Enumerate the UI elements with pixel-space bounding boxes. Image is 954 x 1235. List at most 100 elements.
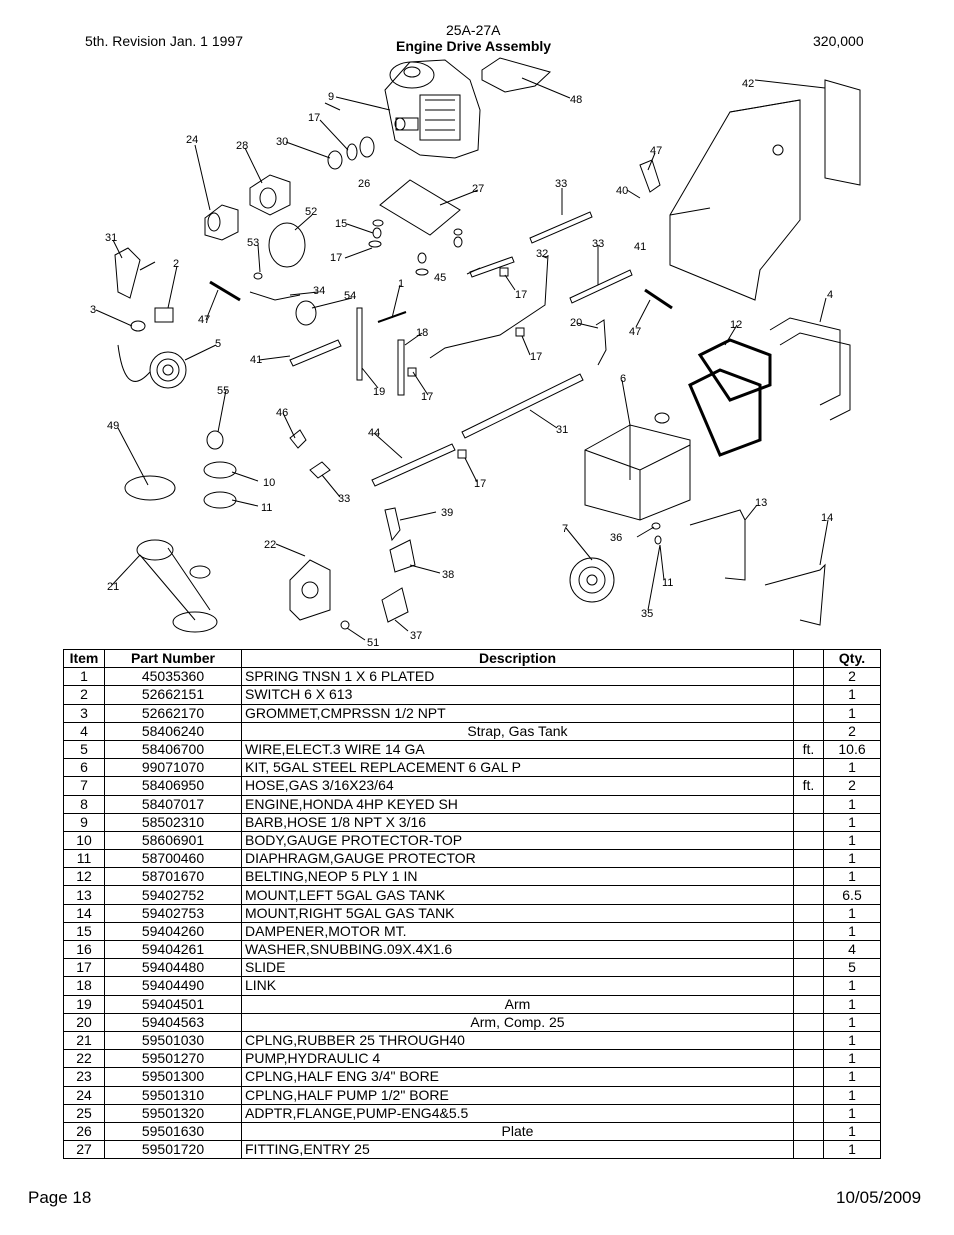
unit-cell xyxy=(793,703,824,723)
column-header-description: Description xyxy=(241,648,794,669)
part-number-cell: 52662151 xyxy=(104,685,242,705)
column-header-item: Item xyxy=(63,648,105,669)
callout: 19 xyxy=(373,386,385,398)
description-cell: GROMMET,CMPRSSN 1/2 NPT xyxy=(241,703,794,723)
callout: 30 xyxy=(276,136,288,148)
description-cell: SPRING TNSN 1 X 6 PLATED xyxy=(241,667,794,687)
callout: 17 xyxy=(474,478,486,490)
description-cell: DIAPHRAGM,GAUGE PROTECTOR xyxy=(241,849,794,869)
description-cell: BELTING,NEOP 5 PLY 1 IN xyxy=(241,867,794,887)
part-number-cell: 59501720 xyxy=(104,1140,242,1160)
qty-cell: 1 xyxy=(823,1121,881,1142)
engine-drawing xyxy=(384,59,481,159)
item-cell: 5 xyxy=(63,739,105,760)
item-cell: 21 xyxy=(63,1030,105,1051)
item-cell: 22 xyxy=(63,1049,105,1069)
unit-cell xyxy=(793,1012,824,1032)
callout: 33 xyxy=(338,493,350,505)
revision-text: 5th. Revision Jan. 1 1997 xyxy=(85,33,243,49)
unit-cell xyxy=(793,1085,824,1105)
description-cell: PUMP,HYDRAULIC 4 xyxy=(241,1049,794,1069)
item-cell: 1 xyxy=(63,667,105,687)
callout: 36 xyxy=(610,532,622,544)
callout: 34 xyxy=(313,285,325,297)
item-cell: 19 xyxy=(63,994,105,1014)
callout: 33 xyxy=(555,178,567,190)
unit-cell xyxy=(793,994,824,1014)
part-number-cell: 59404501 xyxy=(104,994,242,1014)
part-number-cell: 59404480 xyxy=(104,958,242,978)
qty-cell: 1 xyxy=(823,1067,881,1087)
part-number-cell: 59501310 xyxy=(104,1085,242,1105)
column-header-unit xyxy=(793,648,824,669)
callout: 46 xyxy=(276,407,288,419)
item-cell: 13 xyxy=(63,885,105,905)
callout: 11 xyxy=(662,577,673,589)
callout: 47 xyxy=(650,145,662,157)
part-number-cell: 59501320 xyxy=(104,1103,242,1123)
description-cell: CPLNG,HALF ENG 3/4" BORE xyxy=(241,1067,794,1087)
callout: 47 xyxy=(198,314,210,326)
qty-cell: 1 xyxy=(823,812,881,832)
description-cell: SLIDE xyxy=(241,958,794,978)
description-cell: LINK xyxy=(241,976,794,996)
callout: 35 xyxy=(641,608,653,620)
unit-cell xyxy=(793,903,824,923)
callout: 1 xyxy=(398,278,404,290)
unit-cell xyxy=(793,939,824,960)
qty-cell: 1 xyxy=(823,1049,881,1069)
callout: 10 xyxy=(263,477,275,489)
description-cell: BARB,HOSE 1/8 NPT X 3/16 xyxy=(241,812,794,832)
item-cell: 23 xyxy=(63,1067,105,1087)
callout: 32 xyxy=(536,248,548,260)
callout: 7 xyxy=(562,523,568,535)
qty-cell: 1 xyxy=(823,849,881,869)
unit-cell xyxy=(793,867,824,887)
description-cell: ADPTR,FLANGE,PUMP-ENG4&5.5 xyxy=(241,1103,794,1123)
qty-cell: 1 xyxy=(823,994,881,1014)
part-number-cell: 52662170 xyxy=(104,703,242,723)
print-date: 10/05/2009 xyxy=(836,1188,922,1207)
qty-cell: 1 xyxy=(823,903,881,923)
callout: 26 xyxy=(358,178,370,190)
item-cell: 2 xyxy=(63,685,105,705)
description-cell: MOUNT,LEFT 5GAL GAS TANK xyxy=(241,885,794,905)
callout: 42 xyxy=(742,78,754,90)
part-number-cell: 59501270 xyxy=(104,1049,242,1069)
callout: 55 xyxy=(217,385,229,397)
qty-cell: 1 xyxy=(823,758,881,778)
item-cell: 18 xyxy=(63,976,105,996)
qty-cell: 1 xyxy=(823,1012,881,1032)
unit-cell xyxy=(793,976,824,996)
item-cell: 7 xyxy=(63,776,105,796)
description-cell: CPLNG,HALF PUMP 1/2" BORE xyxy=(241,1085,794,1105)
description-cell: HOSE,GAS 3/16X23/64 xyxy=(241,776,794,796)
item-cell: 6 xyxy=(63,758,105,778)
callout: 48 xyxy=(570,94,582,106)
item-cell: 3 xyxy=(63,703,105,723)
part-number-cell: 58407017 xyxy=(104,794,242,814)
callout: 31 xyxy=(105,232,117,244)
description-cell: DAMPENER,MOTOR MT. xyxy=(241,921,794,942)
callout: 5 xyxy=(215,338,221,350)
item-cell: 12 xyxy=(63,867,105,887)
description-cell: ENGINE,HONDA 4HP KEYED SH xyxy=(241,794,794,814)
callout: 45 xyxy=(434,272,446,284)
callout: 38 xyxy=(442,569,454,581)
part-number-cell: 59501030 xyxy=(104,1030,242,1051)
description-cell: FITTING,ENTRY 25 xyxy=(241,1140,794,1160)
qty-cell: 1 xyxy=(823,1030,881,1051)
